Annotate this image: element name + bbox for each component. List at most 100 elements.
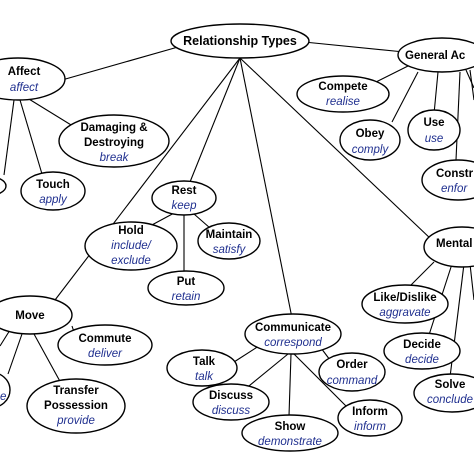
commute-example: deliver	[88, 348, 123, 360]
edge-general-obey	[391, 71, 419, 123]
edge-move-transfer	[33, 333, 63, 386]
node-solve: Solve conclude	[413, 373, 474, 413]
inform-label: Inform	[352, 406, 388, 418]
root-ellipse	[170, 23, 310, 59]
construct-label: Constr	[436, 168, 474, 180]
edge-affect-touch	[19, 99, 43, 175]
edge-general-use	[433, 71, 439, 115]
discuss-ellipse	[192, 383, 270, 421]
likedislike-example: aggravate	[379, 307, 430, 319]
transfer-label: Transfer	[53, 385, 99, 397]
node-obey: Obey comply	[339, 119, 401, 161]
edge-root-communicate	[239, 57, 293, 319]
node-communicate: Communicate correspond	[244, 313, 342, 355]
put-ellipse	[147, 270, 225, 306]
node-general-action: General Ac	[397, 37, 474, 73]
touch-label: Touch	[36, 179, 70, 191]
edge-general-compete	[375, 65, 409, 83]
move-label: Move	[15, 310, 44, 322]
show-ellipse	[241, 414, 339, 452]
hold-label: Hold	[118, 225, 144, 237]
decide-label: Decide	[403, 339, 441, 351]
compete-example: realise	[326, 96, 360, 108]
show-example: demonstrate	[258, 436, 322, 448]
touch-example: apply	[39, 194, 68, 206]
obey-label: Obey	[356, 128, 385, 140]
mental-ellipse	[423, 226, 474, 268]
commute-label: Commute	[78, 333, 131, 345]
node-commute: Commute deliver	[57, 324, 153, 366]
touch-ellipse	[20, 171, 86, 211]
edge-move-offscreen	[0, 329, 11, 347]
edge-root-rest	[189, 57, 241, 183]
communicate-example: correspond	[264, 337, 322, 349]
edge-general-offscreen-b	[469, 69, 474, 101]
likedislike-label: Like/Dislike	[373, 292, 436, 304]
compete-ellipse	[296, 75, 390, 113]
node-likedislike: Like/Dislike aggravate	[361, 284, 449, 324]
node-mental: Mental	[423, 226, 474, 268]
affect-offscreen-ellipse	[0, 178, 7, 194]
put-label: Put	[177, 276, 196, 288]
root-label: Relationship Types	[183, 34, 297, 48]
talk-example: talk	[195, 371, 214, 383]
node-show: Show demonstrate	[241, 414, 339, 452]
compete-label: Compete	[318, 81, 367, 93]
node-decide: Decide decide	[383, 332, 461, 370]
construct-example: enfor	[441, 183, 468, 195]
discuss-label: Discuss	[209, 390, 253, 402]
node-put: Put retain	[147, 270, 225, 306]
affect-ellipse	[0, 57, 66, 101]
communicate-ellipse	[244, 313, 342, 355]
order-ellipse	[318, 352, 386, 392]
node-maintain: Maintain satisfy	[197, 222, 261, 260]
transfer-example: provide	[56, 415, 95, 427]
general-label: General Ac	[405, 50, 466, 62]
solve-ellipse	[413, 373, 474, 413]
edge-general-offscreen-a	[465, 69, 474, 89]
node-compete: Compete realise	[296, 75, 390, 113]
edge-root-move	[54, 57, 241, 301]
rest-example: keep	[172, 200, 198, 212]
edge-communicate-discuss	[243, 353, 289, 391]
hold-ellipse	[84, 221, 178, 271]
node-touch: Touch apply	[20, 171, 86, 211]
affect-example: affect	[10, 82, 39, 94]
node-root: Relationship Types	[170, 23, 310, 59]
talk-label: Talk	[193, 356, 216, 368]
order-label: Order	[336, 359, 368, 371]
solve-example: conclude	[427, 394, 473, 406]
edge-rest-maintain	[193, 213, 211, 229]
node-affect-offscreen	[0, 178, 7, 194]
talk-ellipse	[166, 349, 238, 387]
node-move: Move	[0, 295, 73, 335]
affect-label: Affect	[8, 66, 41, 78]
node-discuss: Discuss discuss	[192, 383, 270, 421]
put-example: retain	[172, 291, 201, 303]
node-talk: Talk talk	[166, 349, 238, 387]
edge-general-construct	[455, 71, 461, 161]
damaging-ellipse	[58, 114, 170, 168]
edge-affect-offscreen	[3, 99, 15, 176]
rest-ellipse	[151, 180, 217, 216]
likedislike-ellipse	[361, 284, 449, 324]
node-rest: Rest keep	[151, 180, 217, 216]
node-damaging: Damaging & Destroying break	[58, 114, 170, 168]
edge-root-mental	[239, 57, 433, 241]
damaging-label: Damaging &	[80, 122, 147, 134]
inform-example: inform	[354, 421, 386, 433]
show-label: Show	[275, 421, 306, 433]
node-construct: Constr enfor	[421, 159, 474, 201]
transfer-label2: Possession	[44, 400, 108, 412]
use-example: use	[425, 133, 444, 145]
left-partial-ellipse	[0, 373, 11, 407]
edge-communicate-inform	[293, 353, 347, 407]
use-ellipse	[407, 109, 461, 151]
transfer-ellipse	[26, 378, 126, 434]
left-partial-example: e	[0, 391, 6, 403]
maintain-example: satisfy	[213, 244, 247, 256]
maintain-ellipse	[197, 222, 261, 260]
obey-ellipse	[339, 119, 401, 161]
